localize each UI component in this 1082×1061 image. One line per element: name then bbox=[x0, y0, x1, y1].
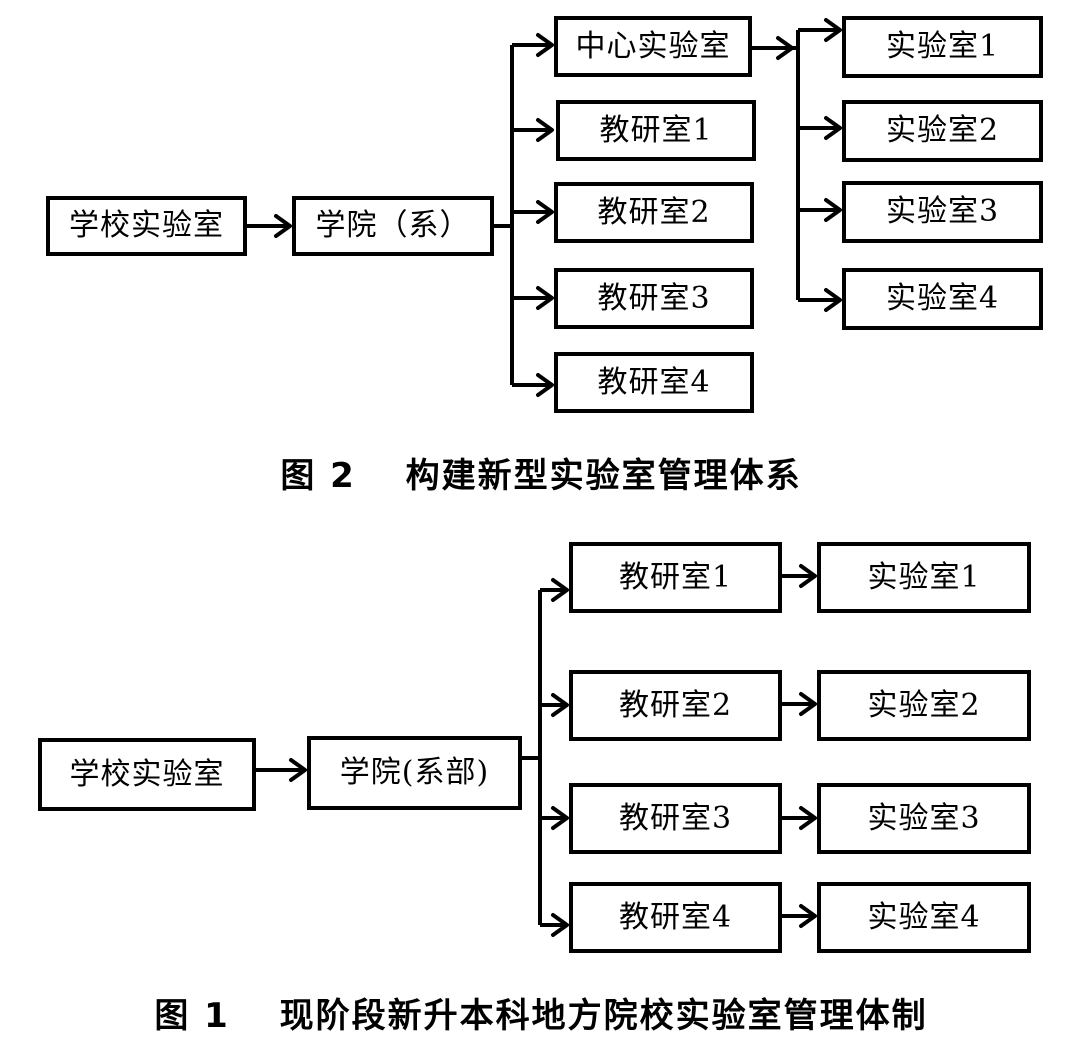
fig1-teaching-room-2-label: 教研室2 bbox=[618, 687, 733, 723]
fig2-college-label: 学院（系） bbox=[315, 208, 471, 243]
fig2-lab-1-label: 实验室1 bbox=[885, 29, 1000, 64]
fig2-center-lab-label: 中心实验室 bbox=[575, 28, 731, 64]
fig1-teaching-room-4-label: 教研室4 bbox=[618, 899, 733, 935]
fig2-lab-3-label: 实验室3 bbox=[885, 194, 1000, 229]
fig2-center-lab-box: 中心实验室 bbox=[554, 16, 752, 77]
fig2-school-lab-label: 学校实验室 bbox=[69, 208, 224, 243]
fig1-school-lab-box: 学校实验室 bbox=[38, 738, 256, 811]
fig2-lab-1-box: 实验室1 bbox=[842, 16, 1043, 78]
fig1-teaching-room-1-label: 教研室1 bbox=[618, 559, 733, 595]
fig1-college-box: 学院(系部) bbox=[307, 736, 522, 810]
fig2-teaching-room-1-label: 教研室1 bbox=[599, 112, 713, 148]
fig2-school-lab-box: 学校实验室 bbox=[46, 196, 247, 256]
fig1-lab-2-label: 实验室2 bbox=[867, 687, 981, 723]
fig2-teaching-room-2-label: 教研室2 bbox=[597, 194, 711, 230]
fig2-teaching-room-4-label: 教研室4 bbox=[597, 364, 711, 400]
fig2-teaching-room-3-box: 教研室3 bbox=[554, 268, 754, 329]
fig2-teaching-room-4-box: 教研室4 bbox=[554, 352, 754, 413]
fig2-teaching-room-2-box: 教研室2 bbox=[554, 182, 754, 243]
fig1-lab-4-box: 实验室4 bbox=[817, 882, 1031, 953]
fig2-lab-3-box: 实验室3 bbox=[842, 181, 1043, 243]
fig2-teaching-room-1-box: 教研室1 bbox=[556, 100, 756, 161]
fig2-lab-4-label: 实验室4 bbox=[885, 281, 1000, 316]
fig2-caption: 图 2 构建新型实验室管理体系 bbox=[280, 456, 802, 496]
fig1-teaching-room-3-label: 教研室3 bbox=[618, 800, 733, 836]
fig2-college-box: 学院（系） bbox=[292, 196, 494, 256]
figure1-connectors bbox=[256, 564, 817, 937]
fig1-college-label: 学院(系部) bbox=[339, 755, 490, 790]
fig2-lab-2-label: 实验室2 bbox=[885, 113, 1000, 148]
fig1-caption: 图 1 现阶段新升本科地方院校实验室管理体制 bbox=[154, 996, 928, 1036]
figure2-connectors bbox=[247, 18, 842, 397]
fig1-lab-3-box: 实验室3 bbox=[817, 783, 1031, 854]
fig1-teaching-room-4-box: 教研室4 bbox=[569, 882, 782, 953]
fig1-teaching-room-3-box: 教研室3 bbox=[569, 783, 782, 854]
fig1-lab-1-box: 实验室1 bbox=[817, 542, 1031, 613]
fig1-lab-4-label: 实验室4 bbox=[867, 899, 981, 935]
fig2-lab-4-box: 实验室4 bbox=[842, 268, 1043, 330]
fig2-teaching-room-3-label: 教研室3 bbox=[597, 280, 711, 316]
fig2-lab-2-box: 实验室2 bbox=[842, 100, 1043, 162]
fig1-school-lab-label: 学校实验室 bbox=[69, 756, 225, 792]
fig1-lab-2-box: 实验室2 bbox=[817, 670, 1031, 741]
fig1-lab-1-label: 实验室1 bbox=[867, 559, 981, 595]
fig1-teaching-room-2-box: 教研室2 bbox=[569, 670, 782, 741]
fig1-lab-3-label: 实验室3 bbox=[867, 800, 981, 836]
fig1-teaching-room-1-box: 教研室1 bbox=[569, 542, 782, 613]
